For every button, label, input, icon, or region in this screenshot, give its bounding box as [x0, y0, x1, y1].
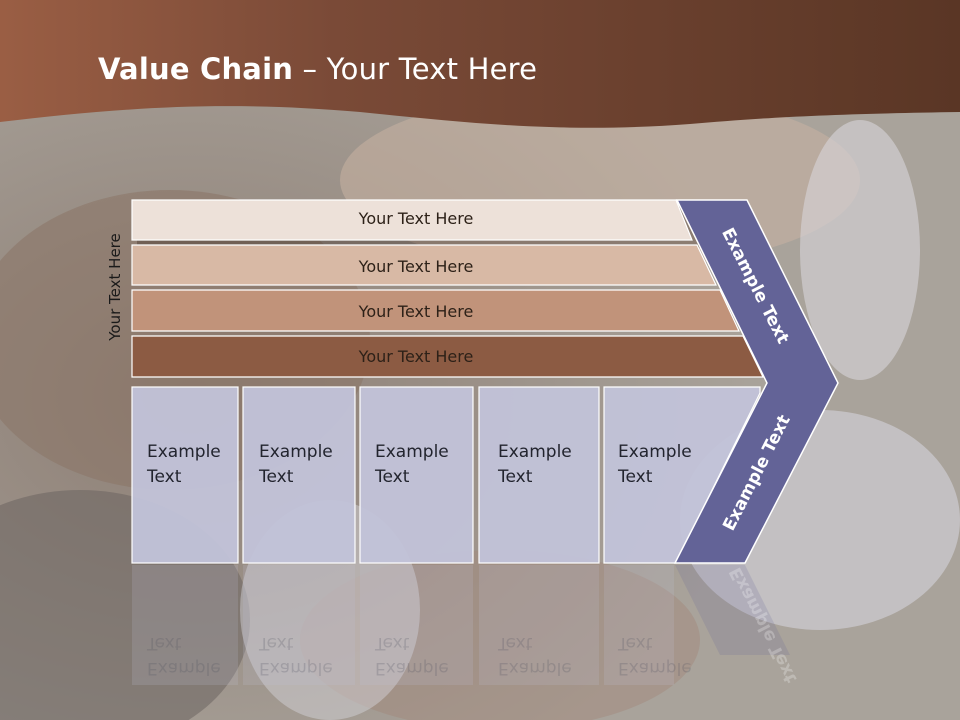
cell-label-2: Example Text	[259, 442, 333, 487]
cell-label-1: Example Text	[147, 442, 221, 487]
primary-cell-3[interactable]	[359, 386, 474, 564]
cell-reflection-1: Example Text	[147, 633, 221, 678]
support-band-3[interactable]	[131, 289, 740, 332]
cell-reflection-5: Example Text	[618, 633, 692, 678]
slide-title: Value Chain – Your Text Here	[98, 52, 537, 86]
cell-label-4: Example Text	[498, 442, 572, 487]
cell-reflection-3: Example Text	[375, 633, 449, 678]
title-rest: – Your Text Here	[293, 52, 538, 86]
support-band-2[interactable]	[131, 244, 717, 286]
title-bold: Value Chain	[98, 52, 294, 86]
cell-label-5: Example Text	[618, 442, 692, 487]
primary-cell-4[interactable]	[478, 386, 600, 564]
primary-cell-2[interactable]	[242, 386, 356, 564]
margin-chevron[interactable]	[673, 199, 839, 564]
primary-cell-1[interactable]	[131, 386, 239, 564]
cell-reflection-2: Example Text	[259, 633, 333, 678]
reflection	[132, 565, 790, 685]
support-band-1[interactable]	[131, 199, 693, 241]
support-band-4[interactable]	[131, 335, 764, 378]
cell-reflection-4: Example Text	[498, 633, 572, 678]
cell-label-3: Example Text	[375, 442, 449, 487]
